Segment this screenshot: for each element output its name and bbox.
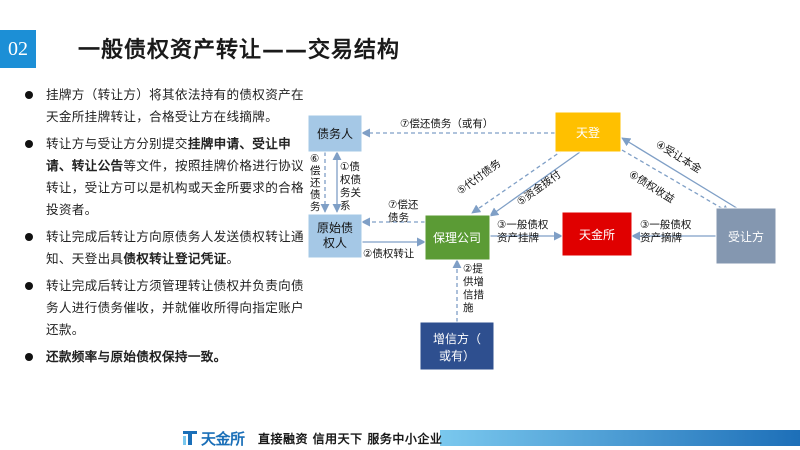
footer-gradient-band <box>440 430 800 446</box>
edge-fund-allot: ⑤资金拨付 <box>489 151 581 217</box>
logo-mark-icon <box>182 430 198 446</box>
bullet-text: 转让方与受让方分别提交 <box>46 136 188 151</box>
edge-debt-relation: ①债权债务关系 <box>332 151 361 213</box>
bullet-text-bold: 债权转让登记凭证 <box>123 251 227 266</box>
bullet-item: 转让完成后转让方须管理转让债权并负责向债务人进行债务催收，并就催收所得向指定账户… <box>22 275 312 341</box>
node-label-factoring-company: 保理公司 <box>433 231 481 245</box>
page-title: 一般债权资产转让——交易结构 <box>78 38 401 63</box>
bullet-text: 挂牌方（转让方）将其依法持有的债权资产在天金所挂牌转让，合格受让方在线摘牌。 <box>46 87 304 124</box>
edge-label-receive-principal: ④受让本金 <box>653 138 704 177</box>
bullet-text: 。 <box>226 251 240 266</box>
bullet-list: 挂牌方（转让方）将其依法持有的债权资产在天金所挂牌转让，合格受让方在线摘牌。转让… <box>22 84 312 373</box>
bullet-item: 转让完成后转让方向原债务人发送债权转让通知、天登出具债权转让登记凭证。 <box>22 226 312 270</box>
footer-logo: 天金所 <box>182 428 245 448</box>
node-label-transferee: 受让方 <box>728 229 764 244</box>
node-tiandeng: 天登 <box>554 111 622 153</box>
node-label-debtor: 债务人 <box>317 126 353 141</box>
footer-slogan: 直接融资 信用天下 服务中小企业 <box>258 432 443 446</box>
node-tianjinsuo: 天金所 <box>561 211 633 257</box>
edge-label-credit-support: ②提供增信措施 <box>463 263 484 314</box>
footer-bar <box>0 428 800 450</box>
bullet-text: 转让完成后转让方须管理转让债权并负责向债务人进行债务催收，并就催收所得向指定账户… <box>46 278 304 337</box>
edge-repay-debt: ⑦偿还债务 <box>361 198 425 227</box>
node-original-creditor: 原始债权人 <box>307 213 363 259</box>
bullet-text-bold: 还款频率与原始债权保持一致。 <box>46 349 227 364</box>
bullet-item: 还款频率与原始债权保持一致。 <box>22 346 312 368</box>
edge-label-repay-debt-optional: ⑦偿还债务（或有） <box>400 117 493 130</box>
section-number: 02 <box>8 37 28 60</box>
edge-transfer-debt: ②债权转让 <box>362 237 426 260</box>
bullet-text: 等文件，按照挂牌价格进行协议转让，受让方可以是机构或天金所要求的合格投资者。 <box>46 158 304 217</box>
node-transferee: 受让方 <box>715 207 777 265</box>
node-factoring-company: 保理公司 <box>424 214 491 261</box>
edge-delisting: ③一般债权资产摘牌 <box>631 218 716 244</box>
edge-label-proxy-pay: ⑤代付债务 <box>454 156 504 197</box>
edge-label-repay-debt: ⑦偿还债务 <box>388 198 419 224</box>
node-label-original-creditor: 原始债权人 <box>317 221 353 250</box>
section-number-badge: 02 <box>0 30 36 68</box>
bullet-item: 转让方与受让方分别提交挂牌申请、受让申请、转让公告等文件，按照挂牌价格进行协议转… <box>22 133 312 221</box>
bullet-text-bold: 挂牌申请、受让申请、转让公告 <box>46 136 291 173</box>
edge-credit-support: ②提供增信措施 <box>452 259 484 322</box>
node-credit-enhancer: 增信方（或有） <box>419 321 495 371</box>
edge-listing: ③一般债权资产挂牌 <box>490 218 563 244</box>
logo-text: 天金所 <box>201 429 245 448</box>
edge-label-debt-income: ⑥债权收益 <box>626 168 677 207</box>
node-debtor: 债务人 <box>307 114 363 153</box>
edge-label-debt-relation: ①债权债务关系 <box>340 160 361 212</box>
node-label-tiandeng: 天登 <box>576 125 600 140</box>
edge-label-delisting: ③一般债权资产摘牌 <box>640 218 692 244</box>
edge-label-listing: ③一般债权资产挂牌 <box>497 218 549 244</box>
node-label-tianjinsuo: 天金所 <box>579 227 615 242</box>
edge-label-transfer-debt: ②债权转让 <box>363 247 415 260</box>
edge-repay-debt-optional: ⑦偿还债务（或有） <box>361 117 555 138</box>
node-label-credit-enhancer: 增信方（或有） <box>433 331 481 363</box>
edge-label-fund-allot: ⑤资金拨付 <box>514 168 563 209</box>
bullet-text: 转让完成后转让方向原债务人发送债权转让通知、天登出具 <box>46 229 304 266</box>
bullet-item: 挂牌方（转让方）将其依法持有的债权资产在天金所挂牌转让，合格受让方在线摘牌。 <box>22 84 312 128</box>
